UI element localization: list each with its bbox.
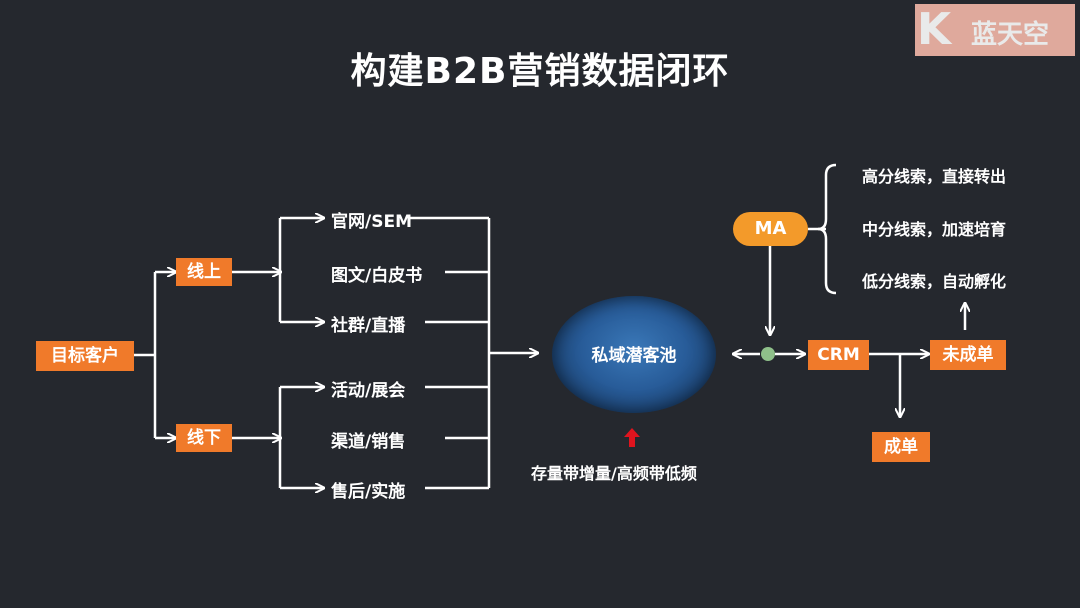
unclosed-box: 未成单 <box>930 340 1006 370</box>
channel-online-3: 社群/直播 <box>331 316 406 336</box>
lead-high: 高分线索，直接转出 <box>862 167 1007 186</box>
closed-box: 成单 <box>872 432 930 462</box>
page-title: 构建B2B营销数据闭环 <box>350 51 730 92</box>
channel-online-1: 官网/SEM <box>331 212 412 232</box>
private-pool-label: 私域潜客池 <box>591 346 677 366</box>
private-pool-graphic <box>552 296 716 413</box>
logo-text: 蓝天空 <box>971 20 1050 50</box>
logo-letter: K <box>917 4 952 55</box>
offline-box: 线下 <box>176 424 232 452</box>
channel-online-2: 图文/白皮书 <box>331 266 423 286</box>
target-customer-box: 目标客户 <box>36 341 134 371</box>
junction-dot <box>761 347 775 361</box>
crm-box: CRM <box>808 340 869 370</box>
lead-medium: 中分线索，加速培育 <box>862 220 1007 239</box>
channel-offline-2: 渠道/销售 <box>331 432 406 452</box>
online-box: 线上 <box>176 258 232 286</box>
ma-box: MA <box>733 212 808 246</box>
pool-note: 存量带增量/高频带低频 <box>531 464 697 483</box>
channel-offline-3: 售后/实施 <box>331 482 406 502</box>
red-up-arrow <box>624 428 640 447</box>
lead-low: 低分线索，自动孵化 <box>862 272 1007 291</box>
brand-logo: K 蓝天空 <box>915 4 1075 56</box>
channel-offline-1: 活动/展会 <box>331 381 406 401</box>
